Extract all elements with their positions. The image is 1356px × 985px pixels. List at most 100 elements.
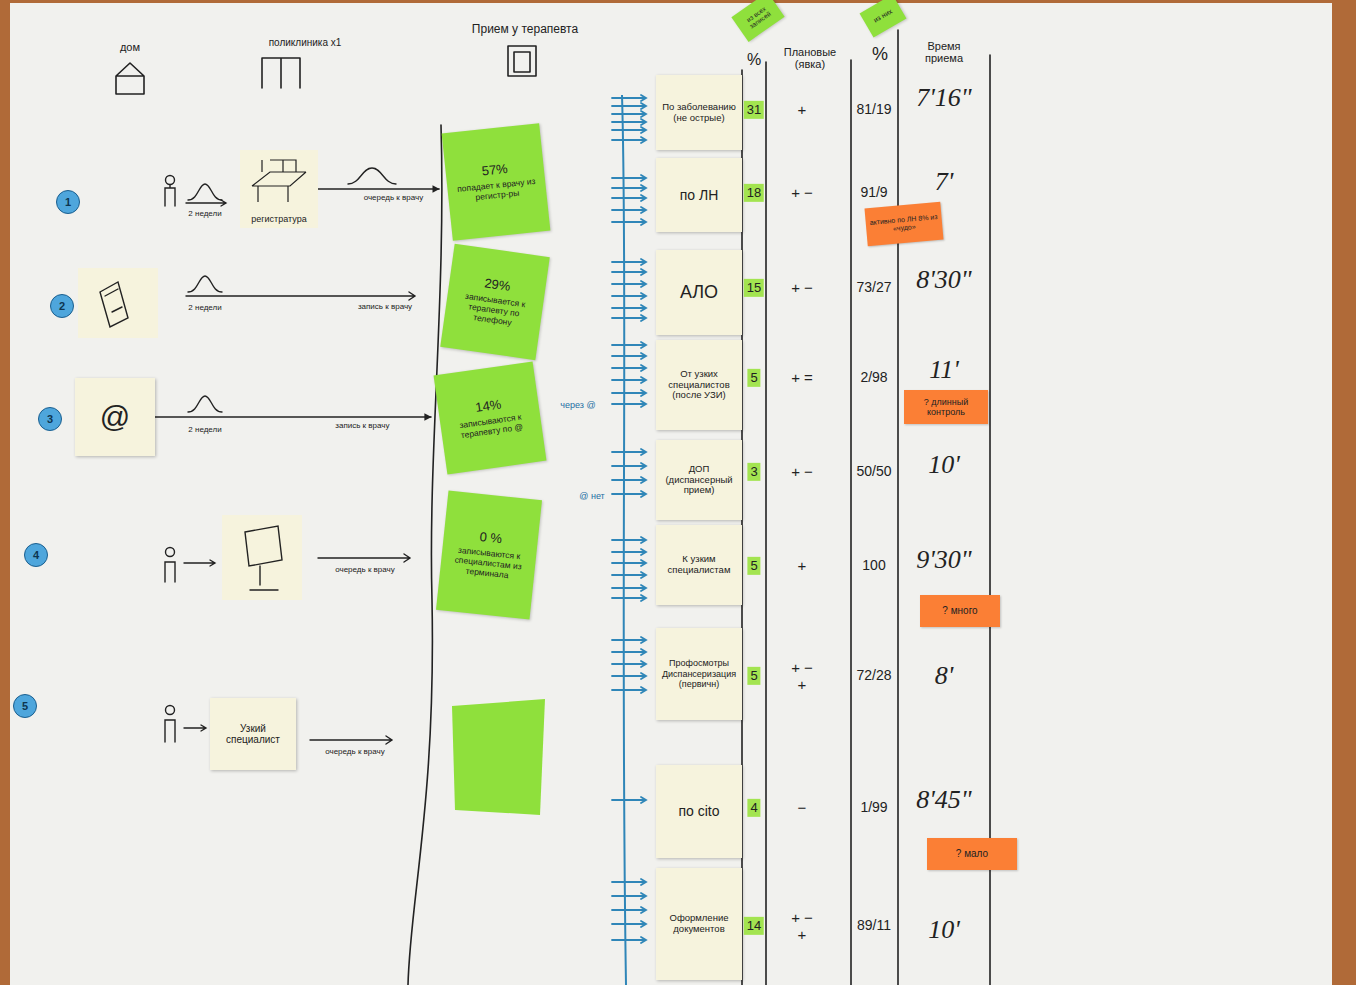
note-text: ? мало [956,848,988,860]
reason-note: К узким специалистам [656,525,742,605]
column-heading: Прием у терапевта [472,23,578,36]
short-arrow [184,725,206,731]
orange-note: активно по ЛН 8% из «чудо» [864,202,943,246]
person-icon [165,185,175,206]
tick-arrow [612,219,646,225]
tick-arrow [612,687,646,693]
tick-arrow [612,921,646,927]
ratio-cell: 100 [862,558,885,573]
tick-arrow [612,103,646,109]
sticky-note [222,515,302,600]
sticky-note: @ [75,378,155,456]
callout-number: 1 [56,190,80,214]
sticky-note: Узкий специалист [210,698,296,770]
plan-cell: + − [787,185,817,202]
tick-arrow [612,119,646,125]
tick-arrow [612,893,646,899]
tick-arrow [612,305,646,311]
note-heading: 29% [483,277,511,295]
ratio-cell: 72/28 [856,668,891,683]
plan-cell: + − [787,464,817,481]
green-note: 14%записываются к терапевту по @ [434,362,547,475]
note-text: из них [872,7,894,24]
tick-arrow [612,281,646,287]
tick-arrow [612,137,646,143]
ratio-cell: 2/98 [860,370,887,385]
note-text: К узким специалистам [660,554,738,576]
person-head [166,548,175,557]
time-cell: 8'30" [916,266,971,295]
duration-label: 2 недели [188,426,221,435]
building-icon [262,58,300,88]
tick-arrow [612,585,646,591]
column-heading: поликлиника х1 [269,37,342,48]
tick-arrow [612,269,646,275]
green-tag: из всех записей [731,0,784,42]
reason-note: Оформление документов [656,868,742,980]
long-arrow [310,736,392,744]
arrow-label: очередь к врачу [325,748,385,757]
tick-arrow [612,95,646,101]
plan-cell: + = [787,370,817,387]
house-icon [116,63,144,94]
callout-number: 3 [38,407,62,431]
short-arrow [184,560,215,566]
arrow-label: очередь к врачу [362,194,426,203]
note-text: попадает к врачу из регистр-ры [451,177,543,206]
tick-arrow [612,449,646,455]
note-text: по ЛН [680,187,719,203]
arrow-label: запись к врачу [333,422,391,431]
note-text: @ [100,400,130,435]
note-text: из всех записей [739,1,777,34]
ratio-cell: 89/11 [857,918,891,933]
sticky-note [240,150,318,228]
time-cell: 8'45" [916,786,971,815]
ratio-cell: 1/99 [860,800,887,815]
note-text: записывается к терапевту по телефону [448,290,539,331]
note-text: Узкий специалист [214,723,292,746]
reason-note: ДОП (диспансерный прием) [656,440,742,520]
tick-arrow [612,315,646,321]
tick-arrow [612,661,646,667]
reason-note: По заболеванию (не острые) [656,75,742,150]
tick-arrow [612,111,646,117]
tick-arrow [612,185,646,191]
plan-cell: + − [787,280,817,297]
tick-arrow [612,560,646,566]
note-text: ? длинный контроль [908,397,984,418]
percent-cell: 4 [747,799,760,817]
bell-curve [188,184,222,200]
tick-arrow [612,477,646,483]
ratio-cell: 73/27 [856,280,891,295]
callout-number: 5 [13,694,37,718]
percent-cell: 18 [744,184,764,202]
tick-arrow [612,259,646,265]
short-arrow [186,200,226,206]
plan-cell: + [787,558,817,575]
long-arrow [318,554,410,562]
column-heading: % [872,45,888,65]
kiosk-sketch [245,526,282,590]
note-text: ? много [942,605,977,617]
desk-sketch [252,160,306,202]
tick-arrow [612,595,646,601]
orange-note: ? мало [927,838,1017,870]
tick-arrow [612,549,646,555]
time-cell: 10' [928,916,960,945]
note-label: @ нет [579,492,604,502]
plan-cell: + [787,102,817,119]
note-text: Оформление документов [660,913,738,935]
person-icon [165,562,175,582]
tick-arrow [612,377,646,383]
time-cell: 8' [935,662,954,691]
bell-curve [188,396,222,412]
orange-note: ? много [920,595,1000,627]
plan-cell: + − + [787,910,817,943]
tick-arrow [612,649,646,655]
column-heading: дом [120,41,140,53]
bell-curve [348,168,396,184]
long-arrow [186,292,415,300]
green-note: 0 %записываются к специалистам из термин… [436,490,542,619]
tick-arrow [612,127,646,133]
note-text: ДОП (диспансерный прием) [660,464,738,497]
